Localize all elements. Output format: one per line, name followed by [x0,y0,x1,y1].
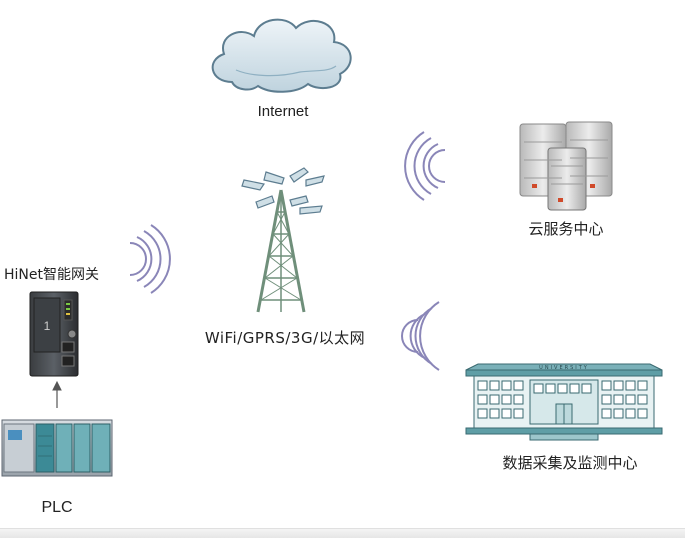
building-window [501,380,512,391]
building-window [625,408,636,419]
building-window [513,380,524,391]
building-window [489,380,500,391]
building-window [601,408,612,419]
building-window [477,394,488,405]
building-window [581,383,592,394]
gateway-label: HiNet智能网关 [4,267,99,283]
building-window [489,394,500,405]
internet-label: Internet [258,103,310,120]
building-window [501,408,512,419]
building-window [477,408,488,419]
building-window [601,380,612,391]
building-icon [465,363,663,441]
wifi-signal-icon [404,131,446,201]
building-window [613,394,624,405]
building-window [477,380,488,391]
building-window [489,408,500,419]
building-window [513,408,524,419]
building-sign: UNIVERSITY [539,365,589,371]
svg-text:1: 1 [44,319,51,333]
building-window [513,394,524,405]
data-center-label: 数据采集及监测中心 [502,454,637,472]
wifi-signal-icon [129,224,171,294]
cloud-service-label: 云服务中心 [528,220,603,238]
bottom-divider [0,528,685,538]
building-window [637,380,648,391]
server-stack-icon [519,121,613,211]
building-window [569,383,580,394]
arrow-connector [52,380,62,408]
plc-rack-icon [1,419,113,477]
cloud-icon [211,18,352,93]
building-window [557,383,568,394]
building-window [625,380,636,391]
building-window [613,408,624,419]
building-window [501,394,512,405]
gateway-device-icon: 1 [29,291,79,377]
wifi-signal-icon [401,301,440,371]
radio-tower-icon [241,167,325,313]
building-window [625,394,636,405]
building-window [533,383,544,394]
building-window [601,394,612,405]
building-window [613,380,624,391]
building-window [637,408,648,419]
building-window [545,383,556,394]
network-label: WiFi/GPRS/3G/以太网 [205,329,365,347]
building-window [637,394,648,405]
plc-label: PLC [41,499,72,516]
